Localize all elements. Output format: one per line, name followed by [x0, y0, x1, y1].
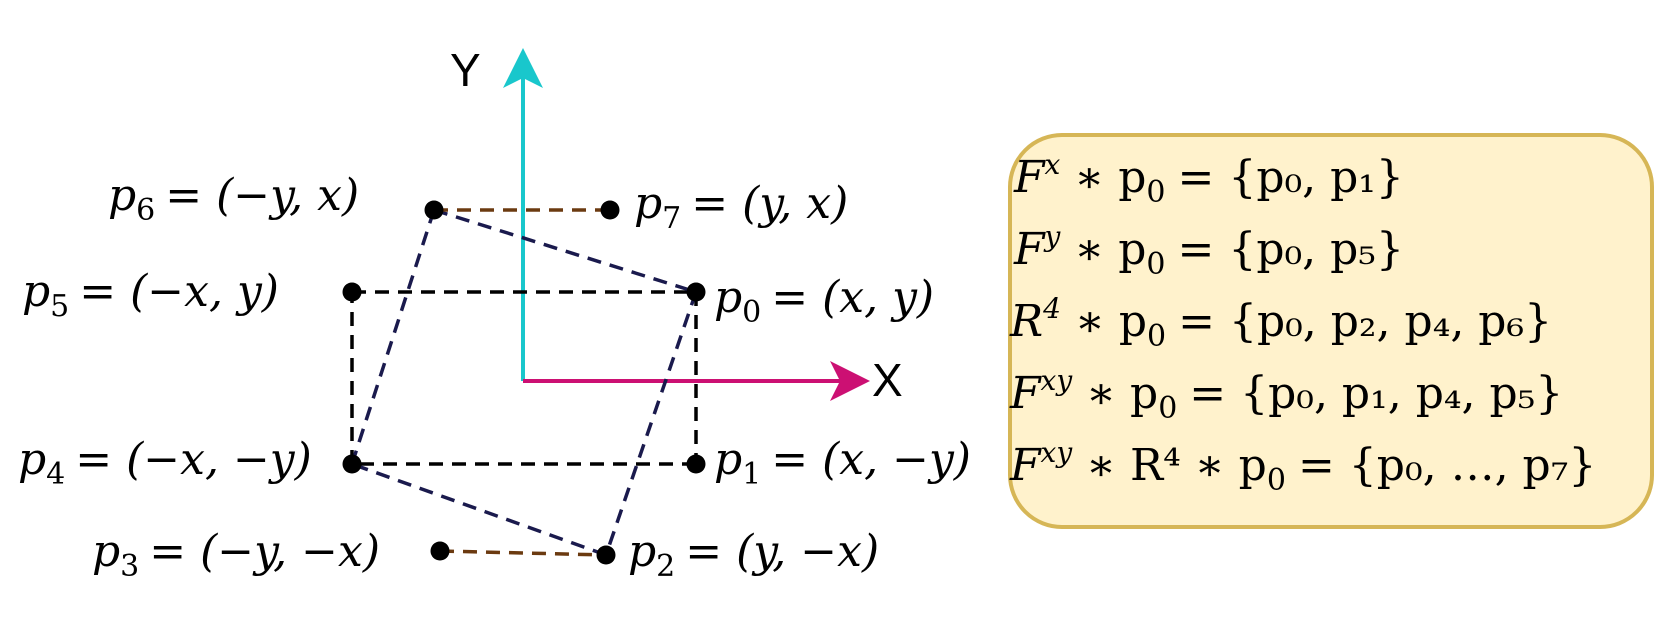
point-p2 [596, 545, 616, 565]
equation-line-1: Fx∗ p0= {p₀, p₁} [1013, 148, 1404, 210]
label-p7: p7= (y, x) [634, 178, 848, 236]
label-p0: p0= (x, y) [714, 272, 934, 330]
point-p7 [600, 200, 620, 220]
equation-line-3: R4∗ p0= {p₀, p₂, p₄, p₆} [1009, 292, 1552, 354]
points [342, 200, 706, 565]
point-p0 [686, 282, 706, 302]
swap-links [434, 208, 610, 557]
equation-line-5: Fxy∗ R⁴ ∗ p0= {p₀, …, p₇} [1009, 436, 1596, 498]
point-labels: p0= (x, y) p1= (x, −y) p2= (y, −x) p3= (… [18, 170, 971, 584]
rotated-rectangle [350, 208, 698, 557]
label-p2: p2= (y, −x) [628, 526, 879, 584]
y-axis-label: Y [450, 44, 481, 96]
equation-line-2: Fy∗ p0= {p₀, p₅} [1013, 220, 1404, 282]
point-p5 [342, 282, 362, 302]
label-p1: p1= (x, −y) [714, 434, 971, 492]
point-p6 [424, 200, 444, 220]
point-p3 [430, 541, 450, 561]
label-p3: p3= (−y, −x) [92, 526, 380, 584]
label-p5: p5= (−x, y) [22, 266, 279, 324]
axis-aligned-rectangle [350, 290, 698, 466]
point-p1 [686, 454, 706, 474]
label-p4: p4= (−x, −y) [18, 434, 312, 492]
equations-box-frame [1008, 133, 1654, 529]
equation-line-4: Fxy∗ p0= {p₀, p₁, p₄, p₅} [1009, 364, 1563, 426]
x-axis-label: X [872, 354, 903, 406]
label-p6: p6= (−y, x) [108, 170, 359, 228]
point-p4 [342, 454, 362, 474]
equations-box: Fx∗ p0= {p₀, p₁} Fy∗ p0= {p₀, p₅} R4∗ p0… [1008, 133, 1654, 529]
